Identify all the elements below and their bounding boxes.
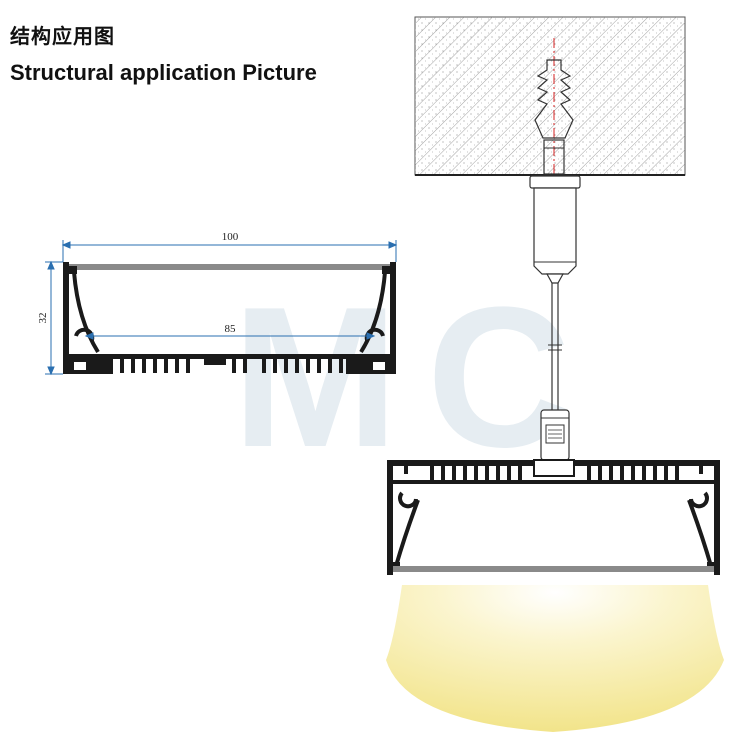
ceiling bbox=[414, 16, 686, 176]
suspension-wire bbox=[548, 283, 562, 410]
page-title-cn: 结构应用图 bbox=[10, 24, 115, 48]
anchor-screw bbox=[534, 38, 574, 268]
profile-section-right bbox=[387, 459, 720, 575]
diffuser-left bbox=[69, 264, 390, 270]
light-beam bbox=[386, 585, 724, 732]
watermark-logo: MC bbox=[232, 266, 600, 489]
diffuser-right bbox=[393, 566, 714, 572]
dimension-lines bbox=[45, 240, 398, 376]
dimension-width-outer: 100 bbox=[222, 231, 239, 243]
dimension-height: 32 bbox=[37, 313, 49, 324]
page-title-en: Structural application Picture bbox=[10, 60, 317, 85]
ceiling-cap bbox=[529, 175, 581, 284]
profile-section-left bbox=[63, 262, 396, 374]
wire-gripper bbox=[540, 409, 570, 461]
dimension-width-inner: 85 bbox=[225, 323, 237, 335]
